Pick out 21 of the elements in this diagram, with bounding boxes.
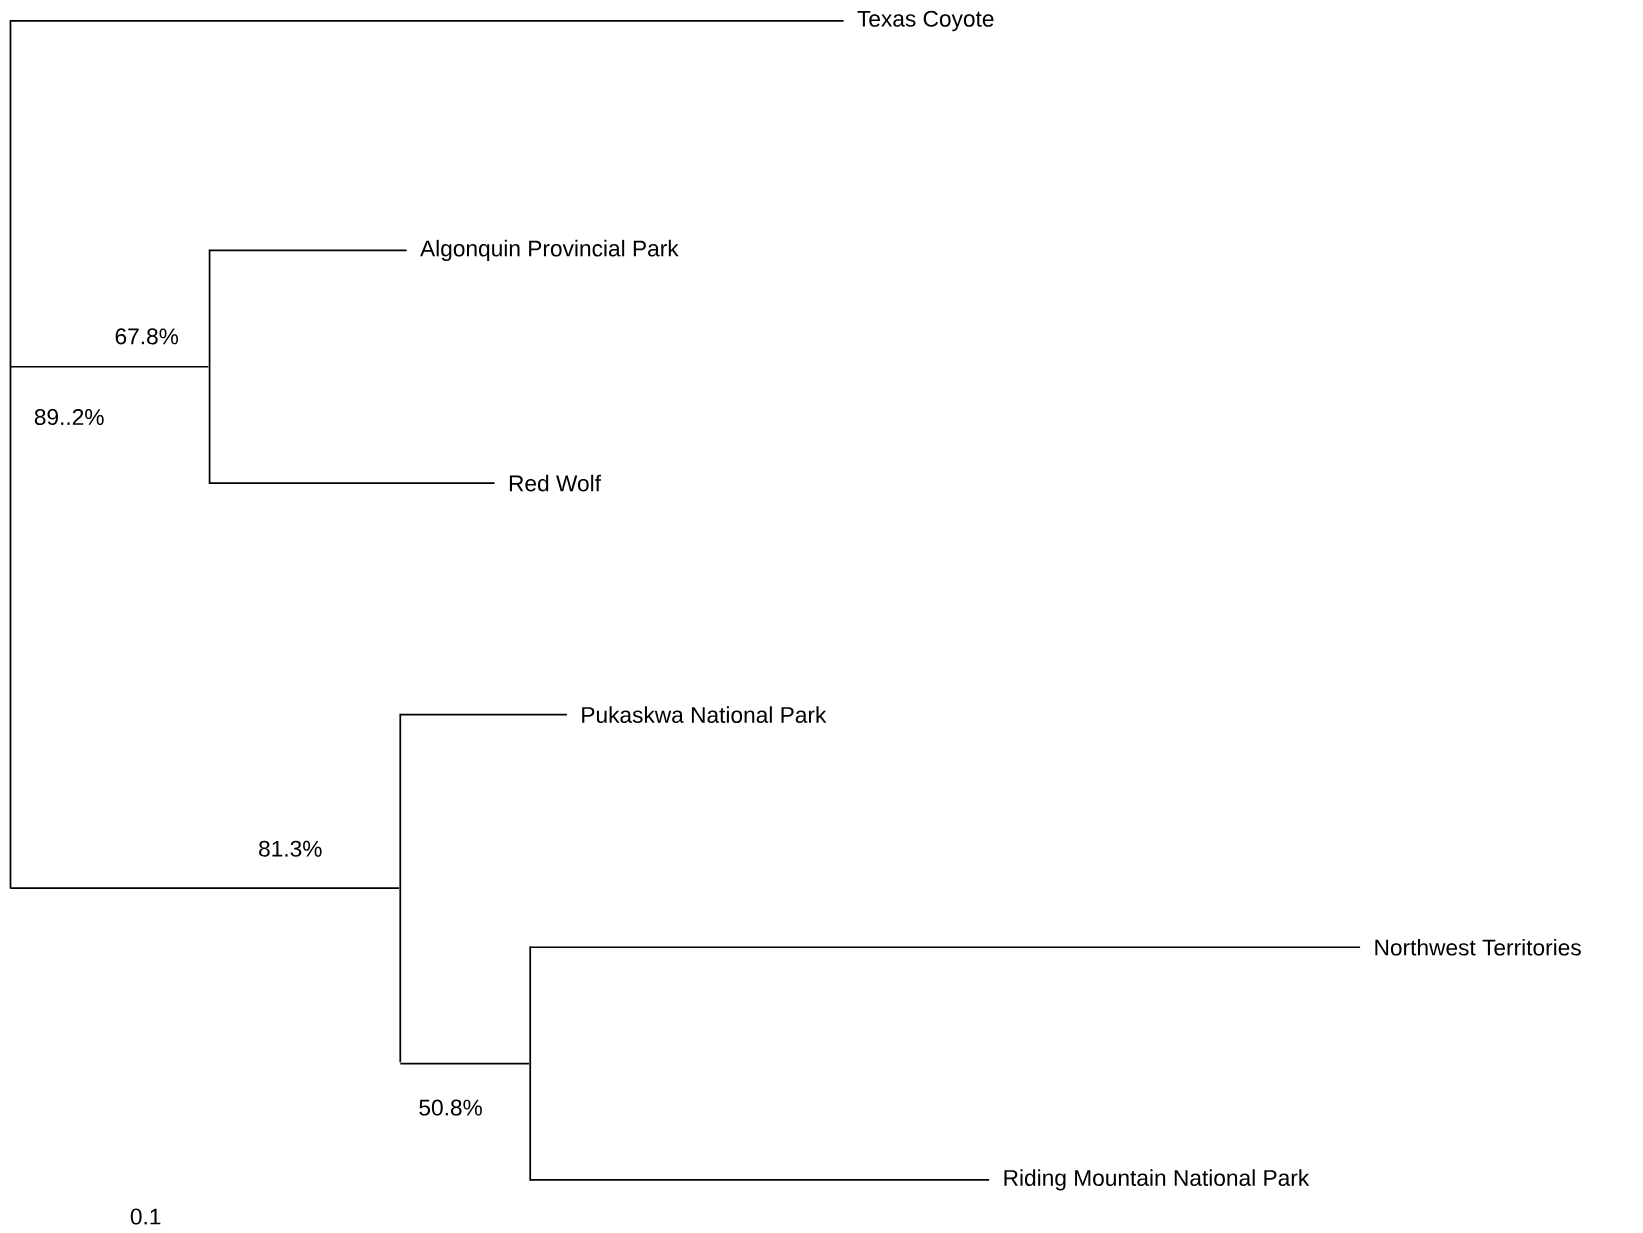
- tree-branch: [9, 887, 400, 889]
- taxon-label: Red Wolf: [509, 474, 601, 492]
- taxon-label: Riding Mountain National Park: [1004, 1169, 1310, 1191]
- tree-branch: [208, 482, 496, 484]
- taxon-label: Pukaskwa National Park: [582, 706, 827, 723]
- tree-branch: [9, 19, 12, 889]
- tree-branch: [9, 19, 845, 22]
- taxon-label: Northwest Territories: [1375, 938, 1581, 956]
- tree-branch: [399, 1062, 530, 1065]
- taxon-label: Algonquin Provincial Park: [420, 239, 679, 261]
- tree-branch: [529, 946, 1361, 948]
- tree-branch: [208, 249, 408, 252]
- tree-branch: [399, 713, 402, 1063]
- tree-branch: [529, 1178, 991, 1181]
- scale-label: 0.1: [130, 1208, 161, 1225]
- taxon-label: Texas Coyote: [857, 10, 994, 32]
- support-value: 50.8%: [419, 1099, 482, 1116]
- tree-branch: [399, 713, 568, 716]
- tree-branch: [529, 946, 532, 1181]
- tree-branch: [208, 249, 211, 484]
- tree-branch: [9, 365, 210, 368]
